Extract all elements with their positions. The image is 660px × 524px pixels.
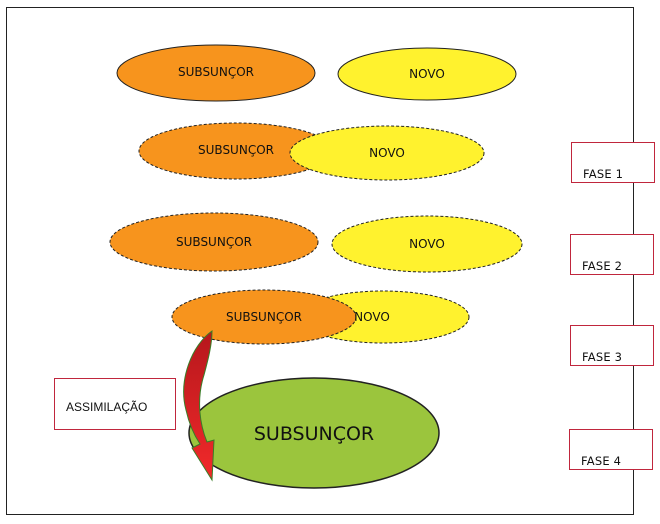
- subsuncor-ellipse-3: [109, 212, 319, 272]
- phase-1-box: FASE 1: [571, 142, 655, 183]
- novo-label-2: NOVO: [369, 146, 405, 160]
- subsuncor-ellipse-4: [171, 289, 357, 345]
- novo-label-1: NOVO: [409, 67, 445, 81]
- novo-label-3: NOVO: [409, 237, 445, 251]
- novo-label-4: NOVO: [354, 310, 390, 324]
- phase-4-box: FASE 4: [569, 429, 653, 470]
- novo-ellipse-3: [331, 215, 523, 273]
- phase-1-label: FASE 1: [583, 167, 624, 181]
- assimilation-label: ASSIMILAÇÃO: [66, 400, 148, 414]
- phase-3-label: FASE 3: [582, 350, 623, 364]
- assimilation-arrow: [183, 330, 215, 482]
- phase-4-label: FASE 4: [581, 454, 622, 468]
- assimilation-label-box: ASSIMILAÇÃO: [54, 378, 176, 430]
- subsuncor-ellipse-1: [116, 44, 316, 102]
- novo-ellipse-1: [337, 47, 517, 101]
- subsuncor-label-2: SUBSUNÇOR: [198, 143, 274, 157]
- result-subsuncor-ellipse: [188, 377, 440, 489]
- novo-ellipse-2: [289, 125, 485, 181]
- phase-2-box: FASE 2: [570, 234, 654, 275]
- result-subsuncor-label: SUBSUNÇOR: [254, 423, 374, 445]
- subsuncor-label-4: SUBSUNÇOR: [226, 310, 302, 324]
- phase-2-label: FASE 2: [582, 259, 623, 273]
- subsuncor-label-3: SUBSUNÇOR: [176, 235, 252, 249]
- phase-3-box: FASE 3: [570, 325, 654, 366]
- subsuncor-label-1: SUBSUNÇOR: [178, 65, 254, 79]
